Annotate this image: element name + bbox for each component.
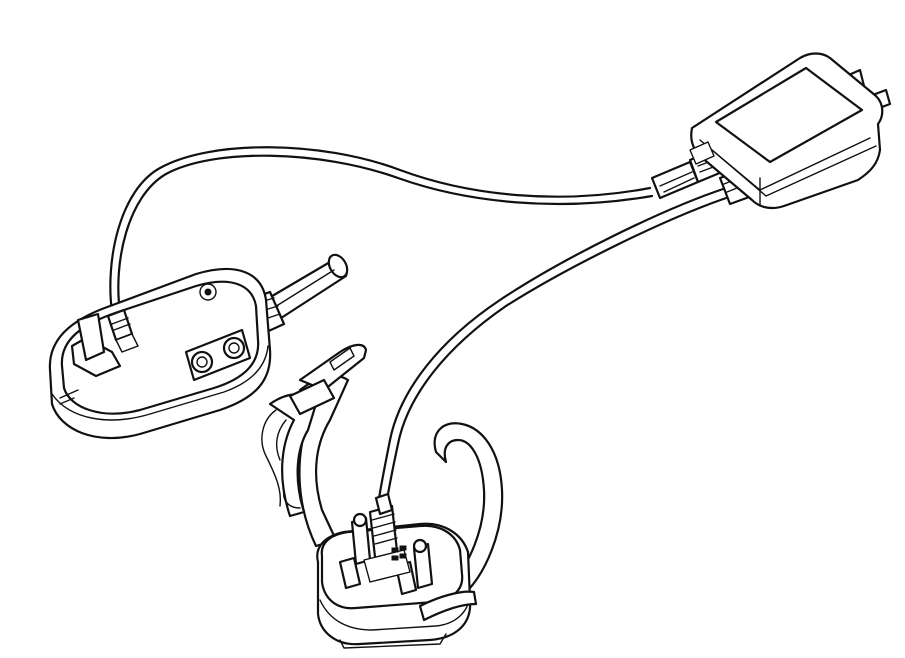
charging-clip [70,308,139,378]
collar-charging-cable [376,168,754,509]
status-lights [391,545,407,561]
dog-collar-receiver [261,343,504,649]
side-buttons [184,328,252,382]
handheld-transmitter [48,253,349,440]
collar-charging-plug [363,492,411,583]
wall-charger-adapter [689,52,892,210]
collar-probes [338,512,434,596]
